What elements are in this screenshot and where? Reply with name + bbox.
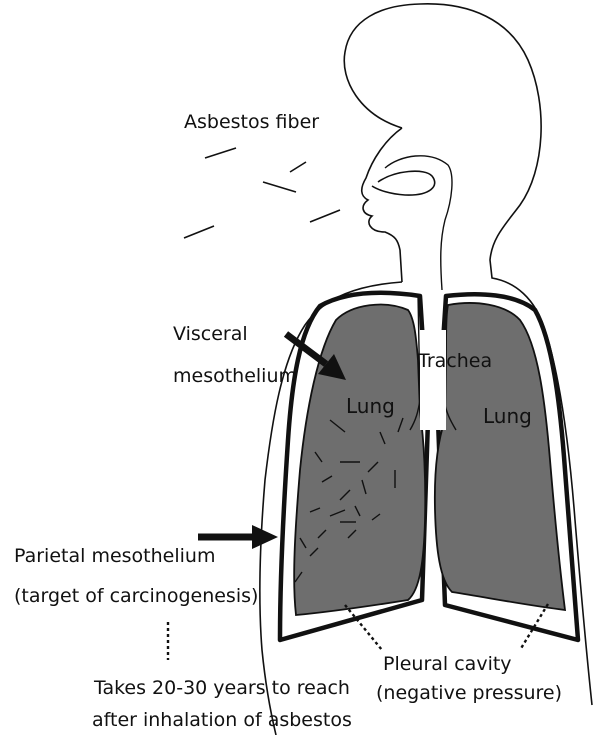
takes-years-label-line1: Takes 20-30 years to reach	[94, 676, 350, 700]
right-lung-label: Lung	[483, 404, 532, 428]
face-outline	[362, 128, 402, 282]
trachea-gap	[420, 330, 446, 430]
visceral-label-line1: Visceral	[173, 322, 248, 346]
parietal-label-line2: (target of carcinogenesis)	[14, 584, 258, 608]
airborne-asbestos-fibers	[184, 148, 340, 238]
asbestos-fiber-label: Asbestos fiber	[184, 110, 319, 134]
takes-years-label-line2: after inhalation of asbestos	[92, 708, 352, 732]
trachea-label: Trachea	[418, 349, 492, 373]
visceral-label-line2: mesothelium	[173, 364, 297, 388]
pleural-cavity-label-line2: (negative pressure)	[376, 681, 562, 705]
mouth-outline	[372, 171, 435, 195]
nasal-airway	[385, 156, 452, 290]
pleural-cavity-label-line1: Pleural cavity	[383, 652, 512, 676]
parietal-label-line1: Parietal mesothelium	[14, 544, 215, 568]
left-lung-label: Lung	[346, 394, 395, 418]
